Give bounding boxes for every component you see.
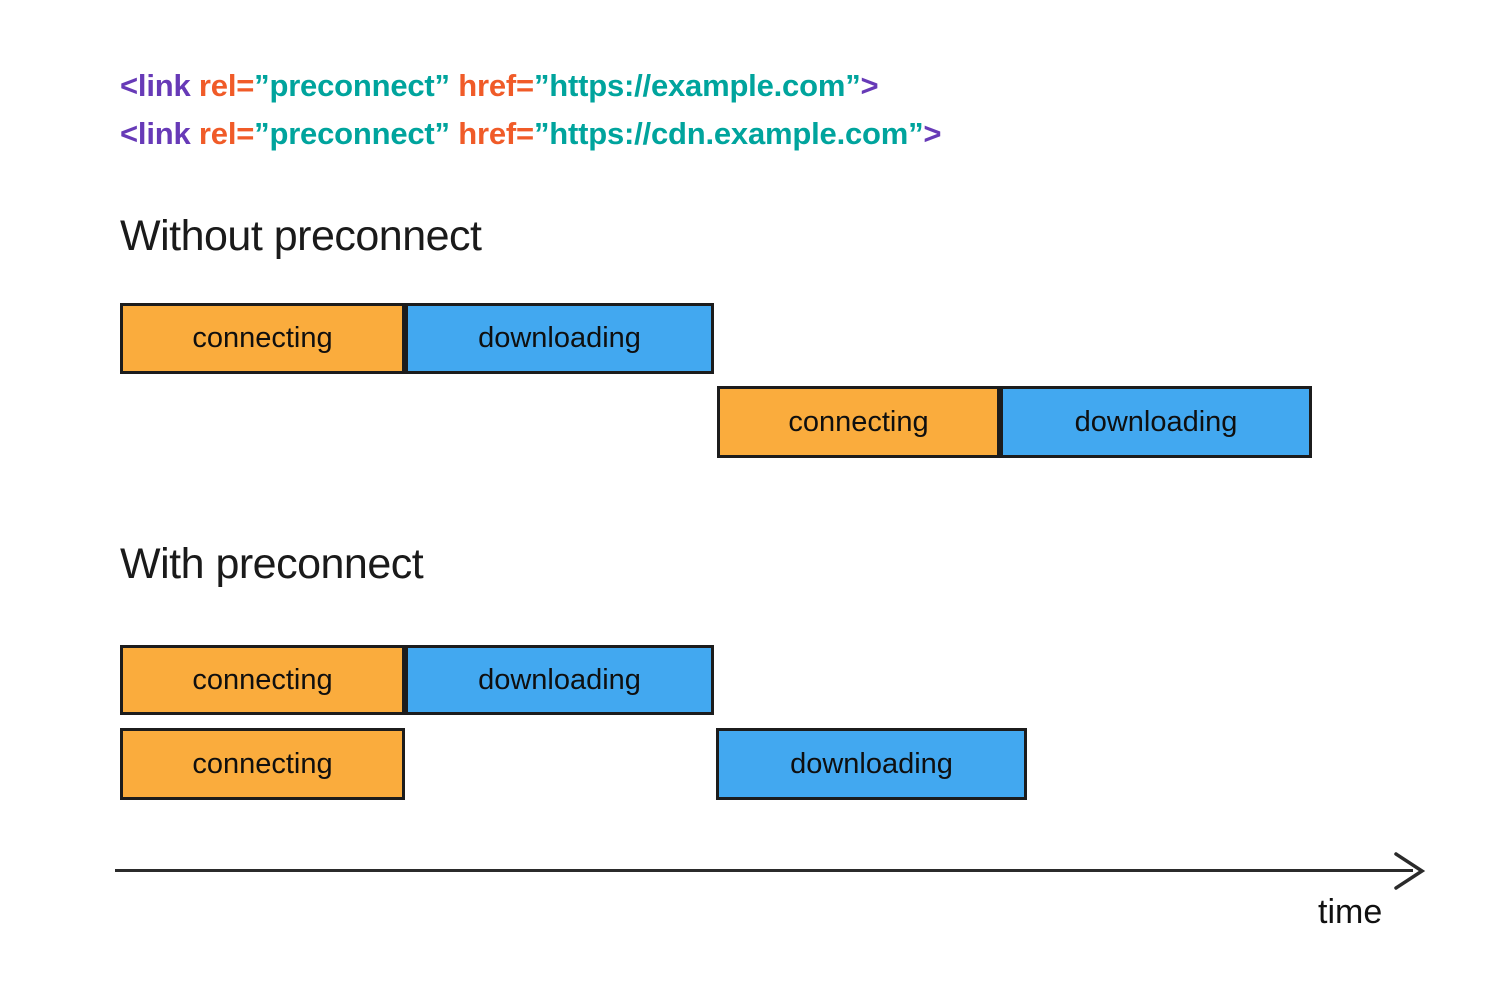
connecting-bar: connecting (717, 386, 1000, 458)
code-token-value-url: ”https://cdn.example.com” (533, 116, 924, 151)
arrow-right-icon (1394, 852, 1426, 890)
code-snippet: <link rel=”preconnect” href=”https://exa… (120, 62, 942, 158)
code-line-1: <link rel=”preconnect” href=”https://exa… (120, 62, 941, 110)
code-token-tag-close: > (923, 116, 942, 151)
code-line-2: <link rel=”preconnect” href=”https://cdn… (120, 110, 942, 158)
connecting-bar: connecting (120, 728, 405, 800)
code-token-attr-href: href= (449, 68, 534, 103)
code-token-tag: <link (120, 68, 199, 103)
code-token-value-preconnect: ”preconnect” (254, 68, 450, 103)
code-token-tag-close: > (860, 68, 879, 103)
code-token-attr-href: href= (449, 116, 534, 151)
code-token-value-url: ”https://example.com” (533, 68, 861, 103)
time-axis-line (115, 869, 1413, 872)
section-title-with-preconnect: With preconnect (120, 540, 424, 588)
downloading-bar: downloading (1000, 386, 1312, 458)
connecting-bar: connecting (120, 303, 405, 374)
time-axis-label: time (1318, 893, 1383, 931)
code-token-tag: <link (120, 116, 199, 151)
downloading-bar: downloading (716, 728, 1027, 800)
downloading-bar: downloading (405, 303, 714, 374)
downloading-bar: downloading (405, 645, 714, 715)
code-token-attr-rel: rel= (198, 116, 255, 151)
code-token-value-preconnect: ”preconnect” (254, 116, 450, 151)
section-title-without-preconnect: Without preconnect (120, 212, 482, 260)
connecting-bar: connecting (120, 645, 405, 715)
code-token-attr-rel: rel= (198, 68, 255, 103)
